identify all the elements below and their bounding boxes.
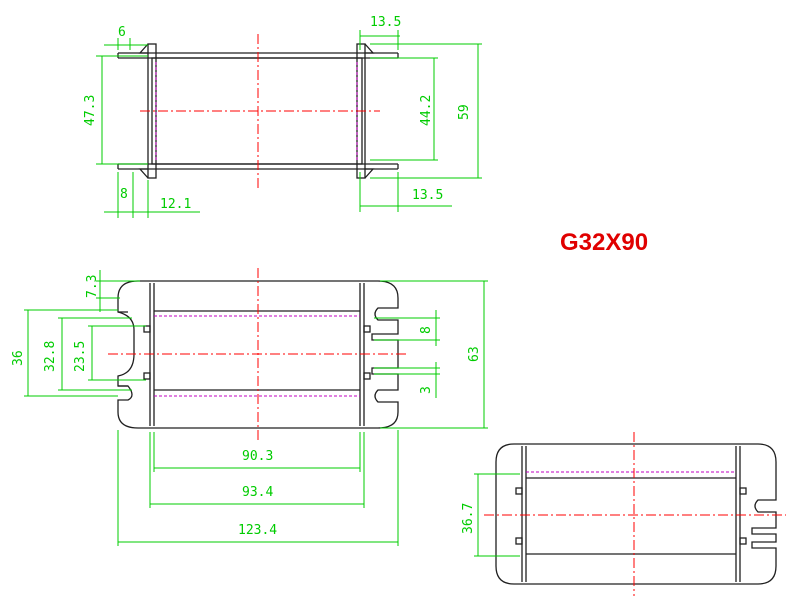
dim-flange-offset-bottom: 13.5 <box>412 188 443 203</box>
drawing-title: G32X90 <box>560 229 648 256</box>
front-view: 7.3 36 32.8 23.5 8 63 3 90.3 93.4 123.4 <box>11 268 488 546</box>
dim-opening-36: 36 <box>11 350 26 366</box>
side-view-dimension-lines <box>474 473 520 557</box>
dim-width-90-3: 90.3 <box>242 449 273 464</box>
dim-slot-8: 8 <box>419 326 434 334</box>
dim-overall-width: 123.4 <box>238 523 277 538</box>
top-view: 6 13.5 47.3 44.2 59 8 12.1 13.5 <box>83 15 482 218</box>
dim-pin-width: 8 <box>120 187 128 202</box>
dim-slot-3: 3 <box>419 386 434 394</box>
dim-inner-height-right: 44.2 <box>419 95 434 126</box>
dim-opening-32-8: 32.8 <box>43 341 58 372</box>
dim-width-93-4: 93.4 <box>242 485 273 500</box>
dim-flange-offset-top: 13.5 <box>370 15 401 30</box>
front-view-dimension-lines <box>24 270 488 546</box>
dim-slot-height: 7.3 <box>85 275 100 298</box>
dim-top-overall-height: 59 <box>457 104 472 120</box>
dim-inner-height: 47.3 <box>83 95 98 126</box>
dim-side-height: 36.7 <box>461 503 476 534</box>
dim-front-overall-height: 63 <box>467 346 482 362</box>
side-view: 36.7 <box>461 432 786 596</box>
side-view-outline <box>495 443 777 585</box>
dim-flange-thickness-top: 6 <box>118 25 126 40</box>
dim-opening-23-5: 23.5 <box>73 341 88 372</box>
dim-flange-gap: 12.1 <box>160 197 191 212</box>
top-view-dimension-lines <box>96 30 482 218</box>
